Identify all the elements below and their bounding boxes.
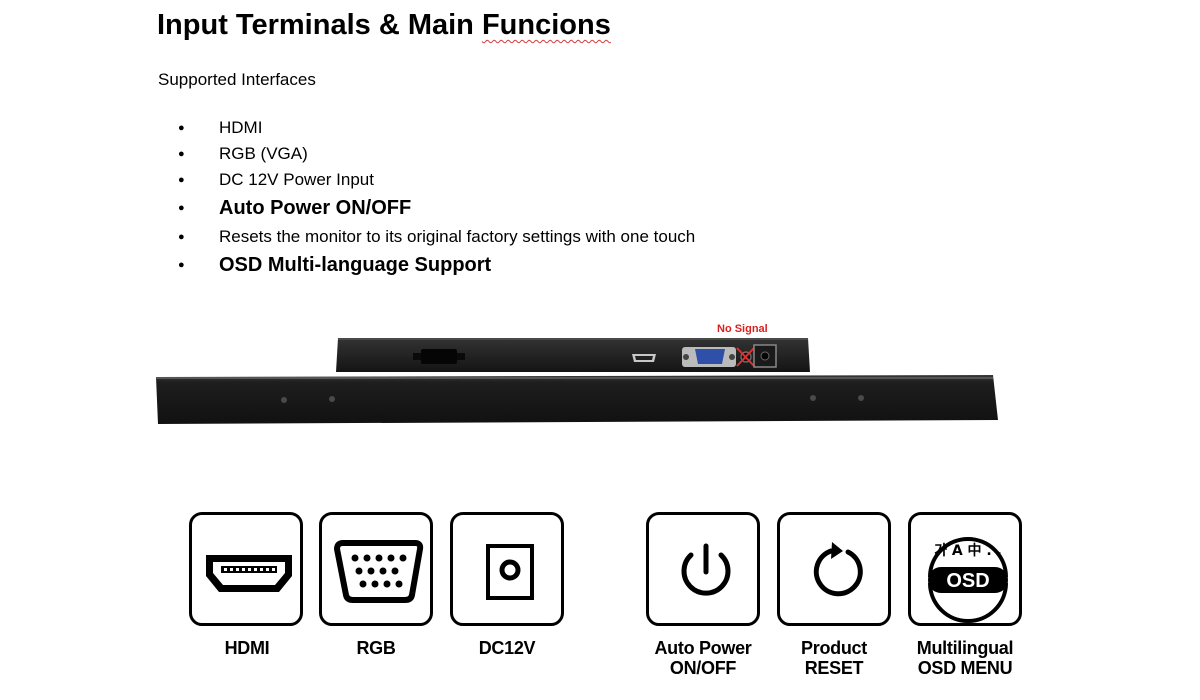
dc-jack-icon xyxy=(486,544,534,600)
osd-language-icon: 가 A 中 . . OSD xyxy=(928,537,1008,623)
vga-port-photo xyxy=(682,347,736,367)
list-item: Resets the monitor to its original facto… xyxy=(178,224,695,250)
monitor-bottom-photo xyxy=(156,338,998,424)
no-signal-callout: No Signal xyxy=(717,323,768,335)
feature-list: HDMI RGB (VGA) DC 12V Power Input Auto P… xyxy=(178,115,695,281)
reset-icon xyxy=(813,542,863,597)
title-misspelled-word: Funcions xyxy=(481,9,611,41)
hdmi-label: HDMI xyxy=(224,638,270,658)
hdmi-port-photo xyxy=(632,354,656,362)
title-text: Input Terminals & Main xyxy=(157,9,482,41)
osd-glyphs: 가 A 中 . . xyxy=(934,542,1002,559)
hdmi-port-icon xyxy=(206,555,292,592)
list-item: Auto Power ON/OFF xyxy=(178,193,695,224)
list-item: RGB (VGA) xyxy=(178,141,695,167)
reset-hole-photo xyxy=(736,347,755,367)
list-item: OSD Multi-language Support xyxy=(178,250,695,281)
rgb-tile xyxy=(319,512,433,626)
hdmi-tile xyxy=(189,512,303,626)
page-title: Input Terminals & Main Funcions xyxy=(157,6,611,44)
auto-power-tile xyxy=(646,512,760,626)
vent-icon xyxy=(413,349,465,364)
dc-jack-photo xyxy=(753,344,777,368)
power-icon xyxy=(681,543,731,596)
product-reset-tile xyxy=(777,512,891,626)
dc12v-tile xyxy=(450,512,564,626)
supported-interfaces-heading: Supported Interfaces xyxy=(158,70,316,89)
rgb-label: RGB xyxy=(356,638,396,658)
list-item: DC 12V Power Input xyxy=(178,167,695,193)
osd-menu-tile: 가 A 中 . . OSD xyxy=(908,512,1022,626)
dc12v-label: DC12V xyxy=(478,638,536,658)
list-item: HDMI xyxy=(178,115,695,141)
osd-icon-text: OSD xyxy=(946,570,989,592)
vga-port-icon xyxy=(333,540,424,603)
